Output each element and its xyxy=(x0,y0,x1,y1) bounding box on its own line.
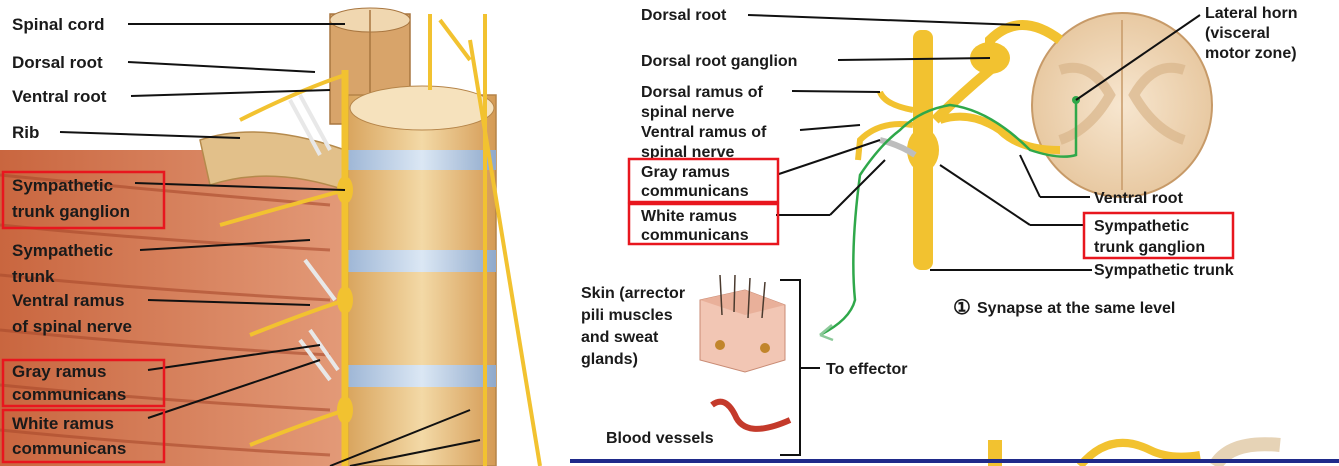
label-r-gray-ramus-1: Gray ramus xyxy=(641,164,730,181)
label-r-gray-ramus-2: communicans xyxy=(641,183,749,200)
disc-2 xyxy=(348,250,496,272)
label-dorsal-root: Dorsal root xyxy=(12,53,103,72)
highlight-box-r-gray-ramus xyxy=(627,157,780,204)
highlight-box-sympathetic-trunk-ganglion xyxy=(1,170,166,230)
preganglionic-fiber xyxy=(819,100,1078,337)
label-r-white-ramus-1: White ramus xyxy=(641,208,737,225)
label-r-ventral-root: Ventral root xyxy=(1094,190,1184,207)
highlight-box-white-ramus xyxy=(1,408,166,464)
label-r-sympathetic-trunk-ganglion-2: trunk ganglion xyxy=(1094,239,1205,256)
label-lateral-horn-2: (visceral xyxy=(1205,25,1270,42)
sympathetic-ganglion-shape xyxy=(907,128,939,172)
label-rib: Rib xyxy=(12,123,39,142)
disc-1 xyxy=(348,150,496,170)
highlight-box-r-sympathetic-trunk-ganglion xyxy=(1082,211,1235,260)
label-r-sympathetic-trunk: Sympathetic trunk xyxy=(1094,262,1234,279)
label-sympathetic-trunk-ganglion-2: trunk ganglion xyxy=(12,202,130,221)
label-ventral-root: Ventral root xyxy=(12,87,107,106)
blood-vessel-shape xyxy=(710,398,792,432)
label-skin-1: Skin (arrector xyxy=(581,285,685,302)
right-labels: Dorsal root Lateral horn (visceral motor… xyxy=(581,5,1297,447)
left-illustration xyxy=(0,7,542,466)
label-skin-4: glands) xyxy=(581,351,638,368)
left-leaders xyxy=(59,23,481,466)
label-skin-2: pili muscles xyxy=(581,307,673,324)
label-skin-3: and sweat xyxy=(581,329,659,346)
left-labels: Spinal cord Dorsal root Ventral root Rib… xyxy=(1,15,166,464)
label-sympathetic-trunk-2: trunk xyxy=(12,267,55,286)
label-r-dorsal-ramus-1: Dorsal ramus of xyxy=(641,84,763,101)
disc-3 xyxy=(348,365,496,387)
skin-tissue xyxy=(699,274,786,373)
label-r-white-ramus-2: communicans xyxy=(641,227,749,244)
label-ventral-ramus-2: of spinal nerve xyxy=(12,317,132,336)
label-white-ramus-2: communicans xyxy=(12,439,126,458)
label-r-dorsal-root: Dorsal root xyxy=(641,7,727,24)
label-sympathetic-trunk-ganglion-1: Sympathetic xyxy=(12,176,113,195)
label-lateral-horn-3: motor zone) xyxy=(1205,45,1297,62)
highlight-box-r-white-ramus xyxy=(627,202,780,246)
label-blood-vessels: Blood vessels xyxy=(606,430,714,447)
label-r-ventral-ramus-1: Ventral ramus of xyxy=(641,124,767,141)
label-white-ramus-1: White ramus xyxy=(12,414,114,433)
right-illustration xyxy=(699,12,1281,466)
label-r-ventral-ramus-2: spinal nerve xyxy=(641,144,734,161)
label-spinal-cord: Spinal cord xyxy=(12,15,105,34)
label-gray-ramus-1: Gray ramus xyxy=(12,362,107,381)
label-r-dorsal-root-ganglion: Dorsal root ganglion xyxy=(641,53,797,70)
label-gray-ramus-2: communicans xyxy=(12,385,126,404)
label-r-dorsal-ramus-2: spinal nerve xyxy=(641,104,734,121)
effector-bracket xyxy=(780,279,820,456)
gray-ramus-shape xyxy=(879,137,917,158)
label-r-sympathetic-trunk-ganglion-1: Sympathetic xyxy=(1094,218,1189,235)
label-sympathetic-trunk-1: Sympathetic xyxy=(12,241,113,260)
label-synapse-caption: Synapse at the same level xyxy=(977,300,1175,317)
dorsal-root-nerve xyxy=(931,20,1063,124)
synapse-marker: ① xyxy=(953,297,971,319)
label-to-effector: To effector xyxy=(826,361,907,378)
right-leaders xyxy=(747,14,1201,271)
label-ventral-ramus-1: Ventral ramus xyxy=(12,291,124,310)
label-lateral-horn-1: Lateral horn xyxy=(1205,5,1297,22)
highlight-box-gray-ramus xyxy=(1,358,166,408)
